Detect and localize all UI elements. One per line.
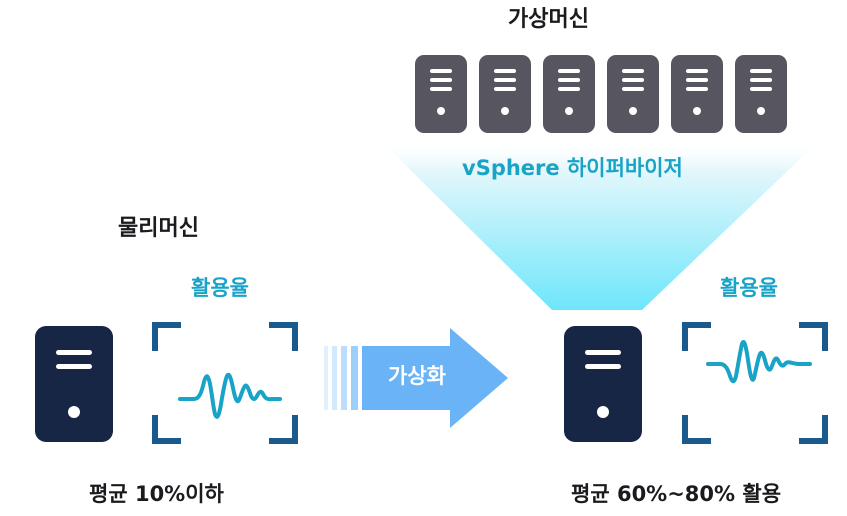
average-usage-after: 평균 60%~80% 활용: [571, 482, 782, 506]
physical-server-icon: [35, 326, 113, 442]
virtual-machine-icon: [671, 55, 723, 133]
average-usage-before: 평균 10%이하: [89, 482, 224, 506]
virtualization-label: 가상화: [388, 364, 446, 388]
physical-machine-title: 물리머신: [118, 216, 199, 241]
usage-graph-before: [152, 322, 298, 444]
virtual-machine-icon: [607, 55, 659, 133]
usage-label-before: 활용율: [191, 276, 249, 300]
usage-waveform-low: [178, 372, 282, 419]
virtual-machine-row: [415, 55, 787, 133]
usage-label-after: 활용율: [720, 276, 778, 300]
virtual-machine-icon: [479, 55, 531, 133]
usage-waveform-high: [706, 340, 812, 384]
host-server-icon: [564, 326, 642, 442]
virtual-machine-icon: [735, 55, 787, 133]
usage-graph-after: [682, 322, 828, 444]
graph-frame-corners: [152, 322, 298, 444]
virtualization-arrow: [324, 328, 508, 428]
hypervisor-beam: [380, 140, 820, 310]
virtual-machine-icon: [543, 55, 595, 133]
graph-frame-corners: [682, 322, 828, 444]
virtual-machines-title: 가상머신: [508, 7, 589, 32]
virtual-machine-icon: [415, 55, 467, 133]
hypervisor-label: vSphere 하이퍼바이저: [462, 156, 683, 180]
